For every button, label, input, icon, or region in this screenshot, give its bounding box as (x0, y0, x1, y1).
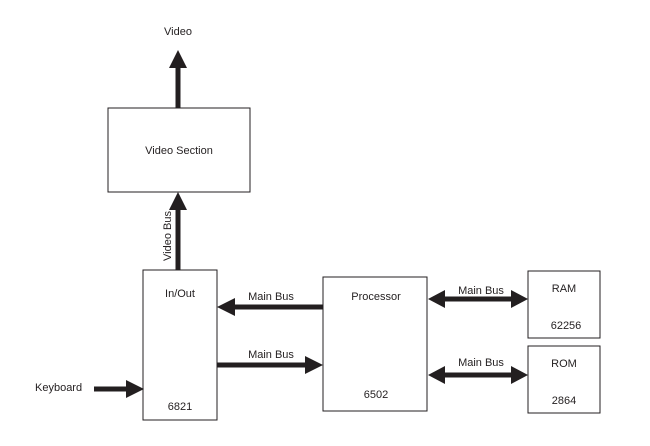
ram-block (527, 270, 601, 339)
video-section-block (107, 107, 251, 193)
processor-part-number: 6502 (364, 389, 388, 401)
video-bus-arrow (169, 192, 187, 270)
main-bus-to-cpu-label: Main Bus (248, 349, 294, 361)
ram-part-number: 62256 (551, 320, 582, 332)
main-bus-to-io-label: Main Bus (248, 291, 294, 303)
processor-block (322, 276, 428, 412)
main-bus-to-io-arrow (217, 298, 323, 316)
in-out-block (142, 269, 218, 421)
video-output-arrow (169, 50, 187, 108)
main-bus-ram-arrow (428, 290, 528, 308)
keyboard-arrow (94, 380, 144, 398)
rom-part-number: 2864 (552, 395, 576, 407)
video-output-label: Video (164, 26, 192, 38)
ram-label: RAM (552, 283, 576, 295)
keyboard-label: Keyboard (35, 382, 82, 394)
rom-label: ROM (551, 358, 577, 370)
in-out-part-number: 6821 (168, 401, 192, 413)
rom-block (527, 345, 601, 414)
in-out-label: In/Out (165, 288, 195, 300)
video-section-label: Video Section (145, 145, 213, 157)
main-bus-to-cpu-arrow (217, 356, 323, 374)
main-bus-rom-arrow (428, 366, 528, 384)
video-bus-label: Video Bus (162, 211, 174, 261)
main-bus-rom-label: Main Bus (458, 357, 504, 369)
processor-label: Processor (351, 291, 401, 303)
main-bus-ram-label: Main Bus (458, 285, 504, 297)
